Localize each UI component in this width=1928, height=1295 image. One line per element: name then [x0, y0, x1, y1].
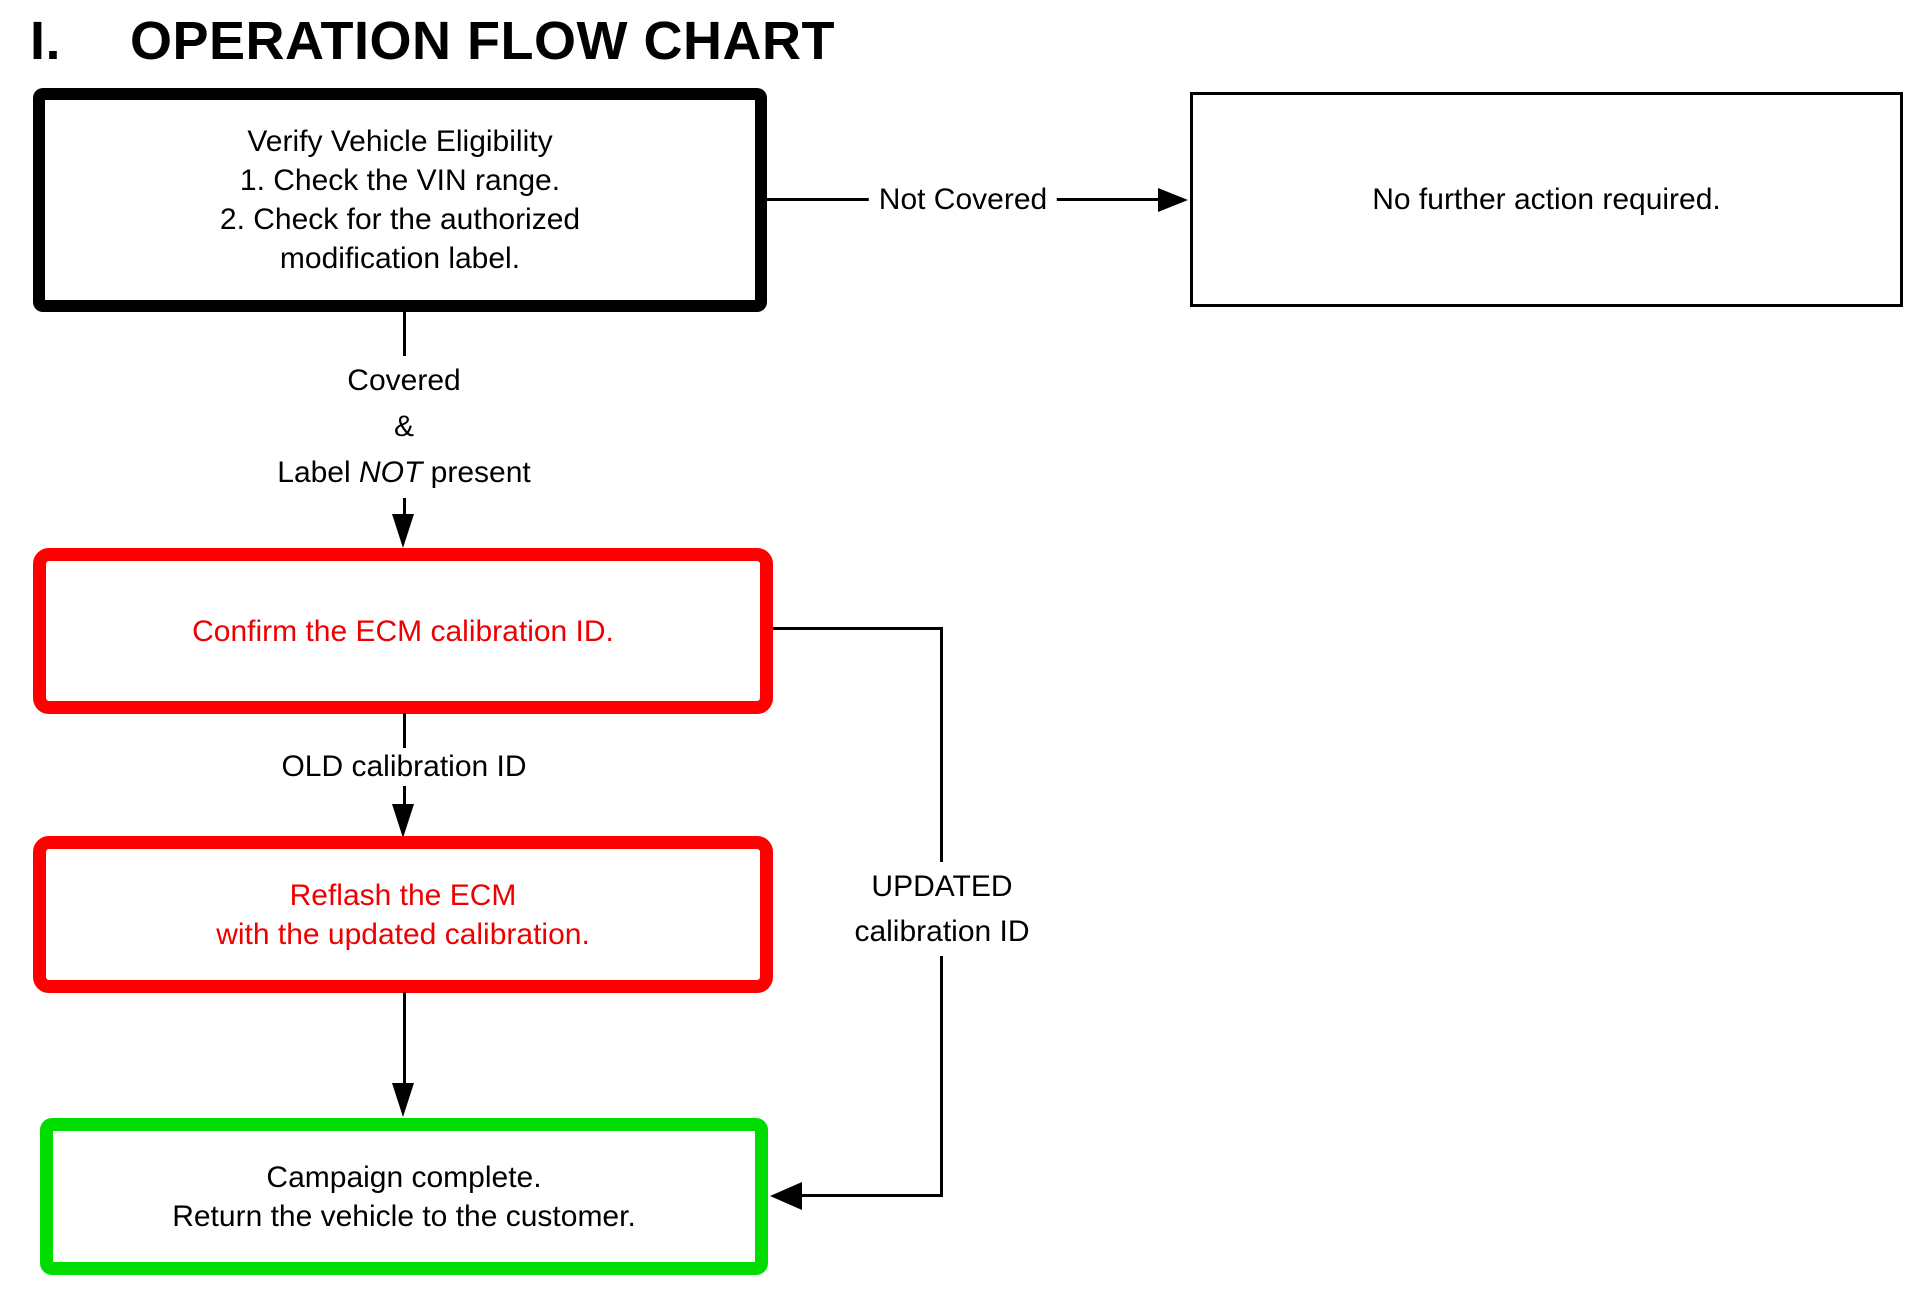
node-complete-line-1: Campaign complete. [266, 1160, 542, 1194]
edge-covered-label-post: present [422, 456, 531, 489]
page-title-row: I. OPERATION FLOW CHART [30, 10, 835, 72]
node-reflash-ecm: Reflash the ECM with the updated calibra… [33, 836, 773, 993]
node-verify-line-1: Verify Vehicle Eligibility [247, 125, 553, 158]
edge-covered-label-not: NOT [359, 456, 423, 489]
page-title: OPERATION FLOW CHART [130, 11, 835, 71]
node-verify-line-2: 1. Check the VIN range. [239, 164, 561, 197]
node-verify-line-3: 2. Check for the authorized [219, 203, 581, 236]
section-numeral: I. [30, 11, 62, 71]
edge-covered-label: Covered & Label NOT present [267, 356, 541, 498]
edge-not-covered-label: Not Covered [868, 181, 1058, 219]
edge-updated-id-bottom-line [802, 1194, 943, 1197]
node-confirm-calibration-id: Confirm the ECM calibration ID. [33, 548, 773, 714]
edge-old-id-label: OLD calibration ID [271, 748, 537, 786]
arrow-down-icon [392, 1083, 414, 1117]
edge-updated-id-label-line-2: calibration ID [854, 915, 1030, 948]
edge-updated-id-label: UPDATED calibration ID [844, 862, 1040, 956]
edge-covered-label-line-1: Covered [347, 364, 461, 397]
node-reflash-line-2: with the updated calibration. [216, 917, 590, 951]
node-reflash-line-1: Reflash the ECM [289, 878, 517, 912]
node-campaign-complete: Campaign complete. Return the vehicle to… [40, 1118, 768, 1275]
node-verify-eligibility: Verify Vehicle Eligibility 1. Check the … [33, 88, 767, 312]
edge-covered-label-line-3: Label NOT present [277, 450, 530, 496]
edge-updated-id-top-line [773, 627, 943, 630]
node-verify-line-4: modification label. [279, 242, 521, 275]
node-complete-line-2: Return the vehicle to the customer. [172, 1199, 636, 1233]
arrow-right-icon [1158, 188, 1188, 212]
edge-reflash-complete-line [403, 992, 406, 1087]
node-confirm-text: Confirm the ECM calibration ID. [192, 614, 614, 648]
node-no-further-action: No further action required. [1190, 92, 1903, 307]
arrow-left-icon [770, 1182, 802, 1210]
arrow-down-icon [392, 804, 414, 838]
arrow-down-icon [392, 514, 414, 548]
node-no-further-action-text: No further action required. [1372, 183, 1721, 216]
edge-covered-label-line-2: & [393, 410, 415, 443]
edge-covered-label-pre: Label [277, 456, 360, 489]
edge-updated-id-label-line-1: UPDATED [871, 870, 1013, 903]
